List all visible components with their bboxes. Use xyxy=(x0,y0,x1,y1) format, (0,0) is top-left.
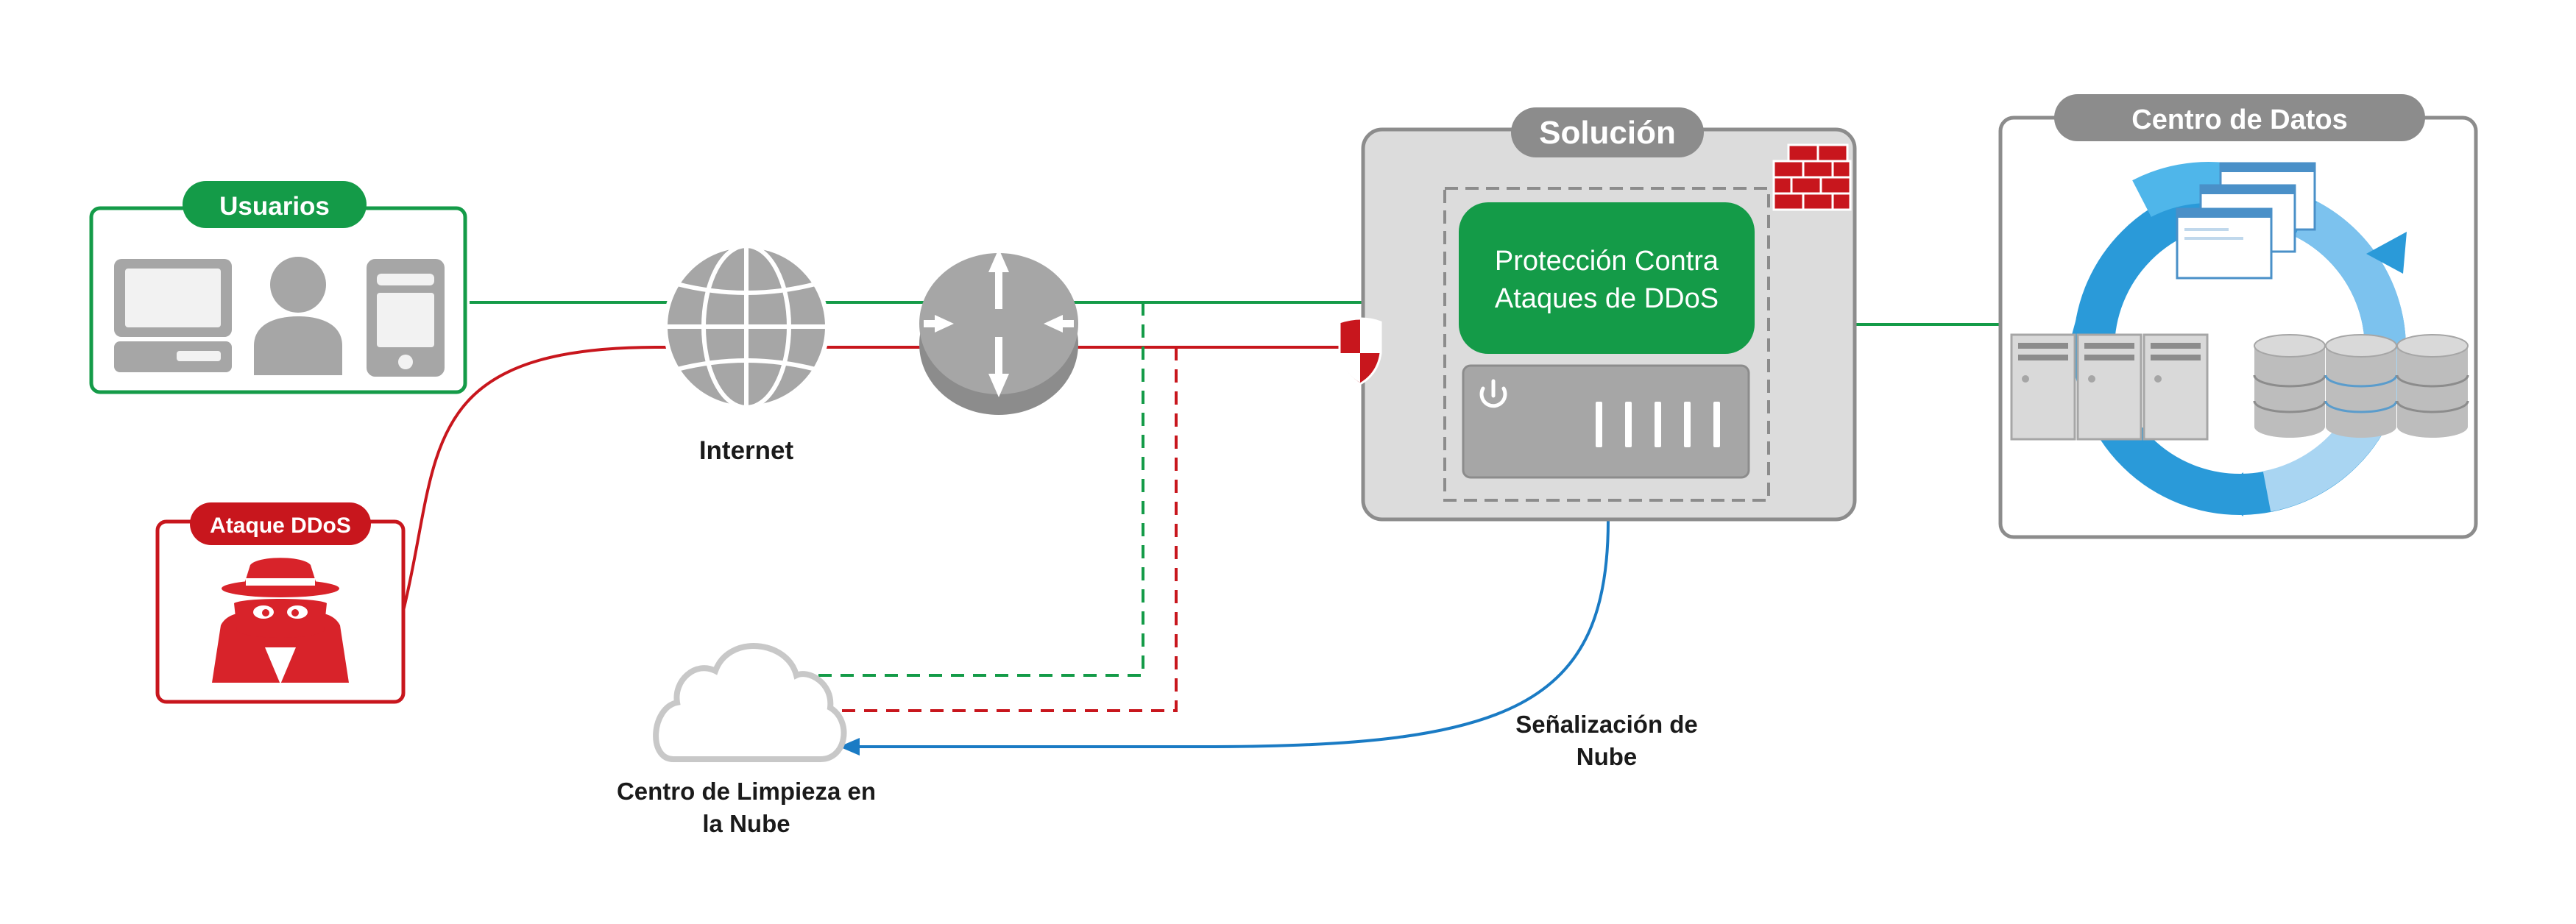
database-icon xyxy=(2253,334,2469,438)
attack-diversion-dashed-line xyxy=(813,347,1178,712)
attack-title: Ataque DDoS xyxy=(210,513,351,538)
protection-label-line2: Ataques de DDoS xyxy=(1495,283,1719,314)
mobile-phone-icon xyxy=(367,259,445,377)
protection-dashed-frame xyxy=(1443,187,1770,502)
cloud-signaling-line xyxy=(854,520,1610,748)
solution-title-pill xyxy=(1511,107,1704,157)
internet-label: Internet xyxy=(699,436,794,465)
attack-group: Ataque DDoS xyxy=(155,502,406,704)
router-icon xyxy=(919,249,1078,415)
appliance-device xyxy=(1462,364,1750,479)
power-icon xyxy=(1479,379,1507,408)
server-rack-icon xyxy=(2010,333,2209,441)
browser-windows-icon xyxy=(2176,162,2316,280)
protection-block xyxy=(1459,202,1755,354)
firewall-icon xyxy=(1772,143,1852,211)
cloud-icon xyxy=(653,643,847,762)
solution-title: Solución xyxy=(1539,115,1676,151)
person-icon xyxy=(254,257,342,375)
cloud-signaling-arrowhead xyxy=(839,738,860,756)
datacenter-title-pill xyxy=(2054,94,2425,141)
datacenter-title: Centro de Datos xyxy=(2131,104,2347,135)
hacker-icon xyxy=(212,558,349,684)
computer-icon xyxy=(114,259,232,372)
users-title-pill xyxy=(183,181,367,228)
attack-traffic-line xyxy=(402,345,1369,611)
signaling-label-line1: Señalización de xyxy=(1515,711,1698,738)
shield-icon xyxy=(1338,317,1382,385)
users-title: Usuarios xyxy=(219,192,330,221)
scrubbing-label-line2: la Nube xyxy=(702,810,790,837)
scrubbing-label-line1: Centro de Limpieza en xyxy=(617,778,876,805)
users-group: Usuarios xyxy=(89,181,467,394)
attack-title-pill xyxy=(190,502,371,545)
datacenter-group: Centro de Datos xyxy=(1998,94,2478,539)
internet-globe-icon xyxy=(663,244,829,410)
protection-label-line1: Protección Contra xyxy=(1495,246,1719,277)
signaling-label-line2: Nube xyxy=(1577,743,1638,770)
solution-group: Solución Protección Contra Ataques de DD xyxy=(1338,107,1857,522)
